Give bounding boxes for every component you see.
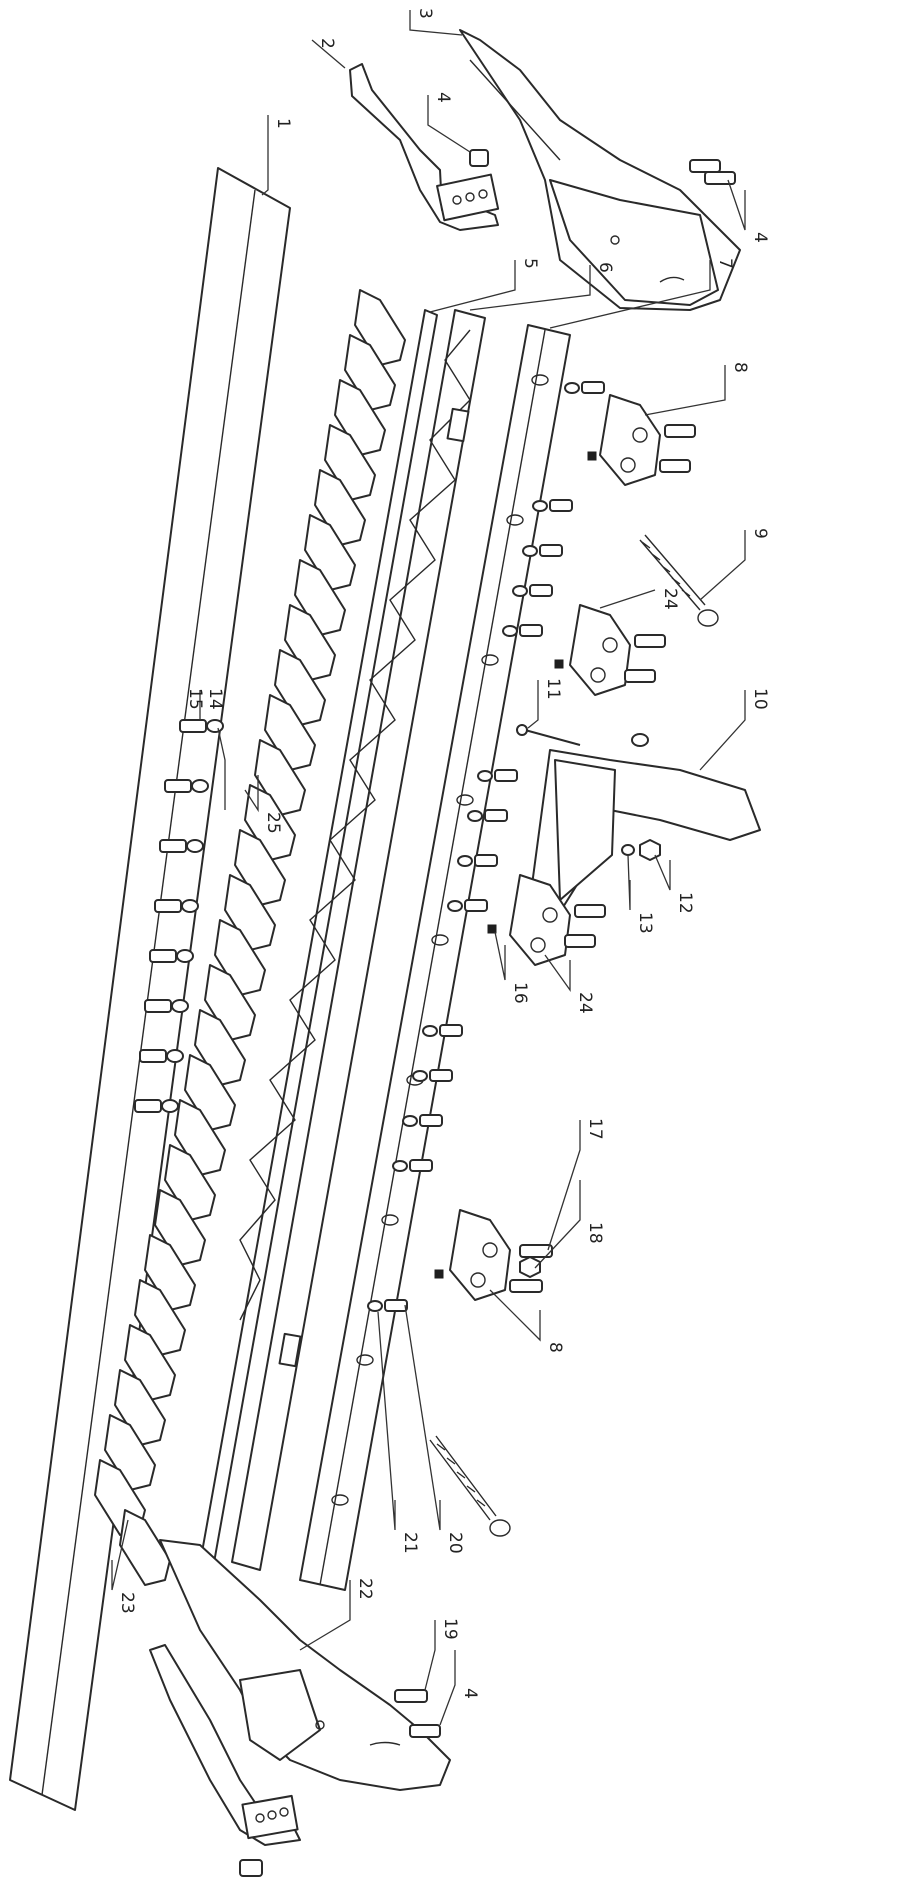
callout-25: 25 (263, 812, 283, 834)
part-13-washer (621, 844, 635, 856)
callout-8-lower: 8 (545, 1342, 565, 1353)
callout-11: 11 (543, 678, 563, 700)
callout-22: 22 (355, 1578, 375, 1600)
part-20-bolts (384, 381, 605, 1312)
callout-9: 9 (750, 528, 770, 539)
callout-19: 19 (440, 1618, 460, 1640)
part-19-bolt (394, 1689, 428, 1703)
part-10-divider (529, 733, 761, 921)
part-4-bolt-top (469, 149, 489, 167)
part-12-nut (639, 839, 661, 861)
part-6-knife-bar (231, 309, 486, 1571)
callout-18: 18 (585, 1222, 605, 1244)
part-24-clip-upper (554, 604, 666, 696)
callout-21: 21 (400, 1532, 420, 1554)
part-16-block (487, 924, 497, 934)
callout-4-right: 4 (750, 232, 770, 243)
part-7-finger-bar (299, 324, 571, 1591)
callout-24-lower: 24 (575, 992, 595, 1014)
callout-1: 1 (273, 118, 293, 129)
callout-15: 15 (185, 688, 205, 710)
callout-16: 16 (510, 982, 530, 1004)
part-2-bracket (349, 63, 500, 231)
part-21-washers (367, 382, 580, 1312)
part-1-angle-bar (9, 167, 291, 1811)
callout-labels: 1 2 3 4 4 4 5 6 7 8 8 9 10 11 12 13 14 1… (117, 8, 770, 1699)
part-17-bolt (509, 1244, 553, 1293)
bottom-loose-bolt (239, 1859, 263, 1877)
callout-13: 13 (635, 912, 655, 934)
part-3-right-divider (459, 29, 741, 311)
part-22-left-divider (159, 1539, 451, 1791)
part-8-clip-top (587, 394, 696, 486)
part-4-bolts-right (689, 159, 736, 185)
part-23-guard-row (94, 289, 406, 1586)
part-8-clip-lower (434, 1209, 511, 1301)
leader-lines (111, 10, 746, 1726)
callout-14: 14 (205, 688, 225, 710)
part-24-clip-lower (509, 874, 606, 966)
spring-lower (429, 1435, 511, 1537)
callout-20: 20 (445, 1532, 465, 1554)
callout-23: 23 (117, 1592, 137, 1614)
lower-side-bracket (149, 1644, 301, 1846)
callout-10: 10 (750, 688, 770, 710)
part-14-washers (161, 719, 224, 1113)
callout-17: 17 (585, 1118, 605, 1140)
part-9-spring (639, 534, 719, 627)
callout-12: 12 (675, 892, 695, 914)
callout-4-lower: 4 (460, 1688, 480, 1699)
part-4-bolt-lower (409, 1724, 441, 1738)
callout-8-top: 8 (730, 362, 750, 373)
part-18-nut (519, 1256, 541, 1278)
part-11-pin (516, 724, 581, 746)
callout-24-upper: 24 (660, 588, 680, 610)
callout-2: 2 (317, 38, 337, 49)
callout-5: 5 (520, 258, 540, 269)
callout-4-top: 4 (433, 92, 453, 103)
callout-6: 6 (595, 262, 615, 273)
callout-7: 7 (715, 258, 735, 269)
callout-3: 3 (415, 8, 435, 19)
